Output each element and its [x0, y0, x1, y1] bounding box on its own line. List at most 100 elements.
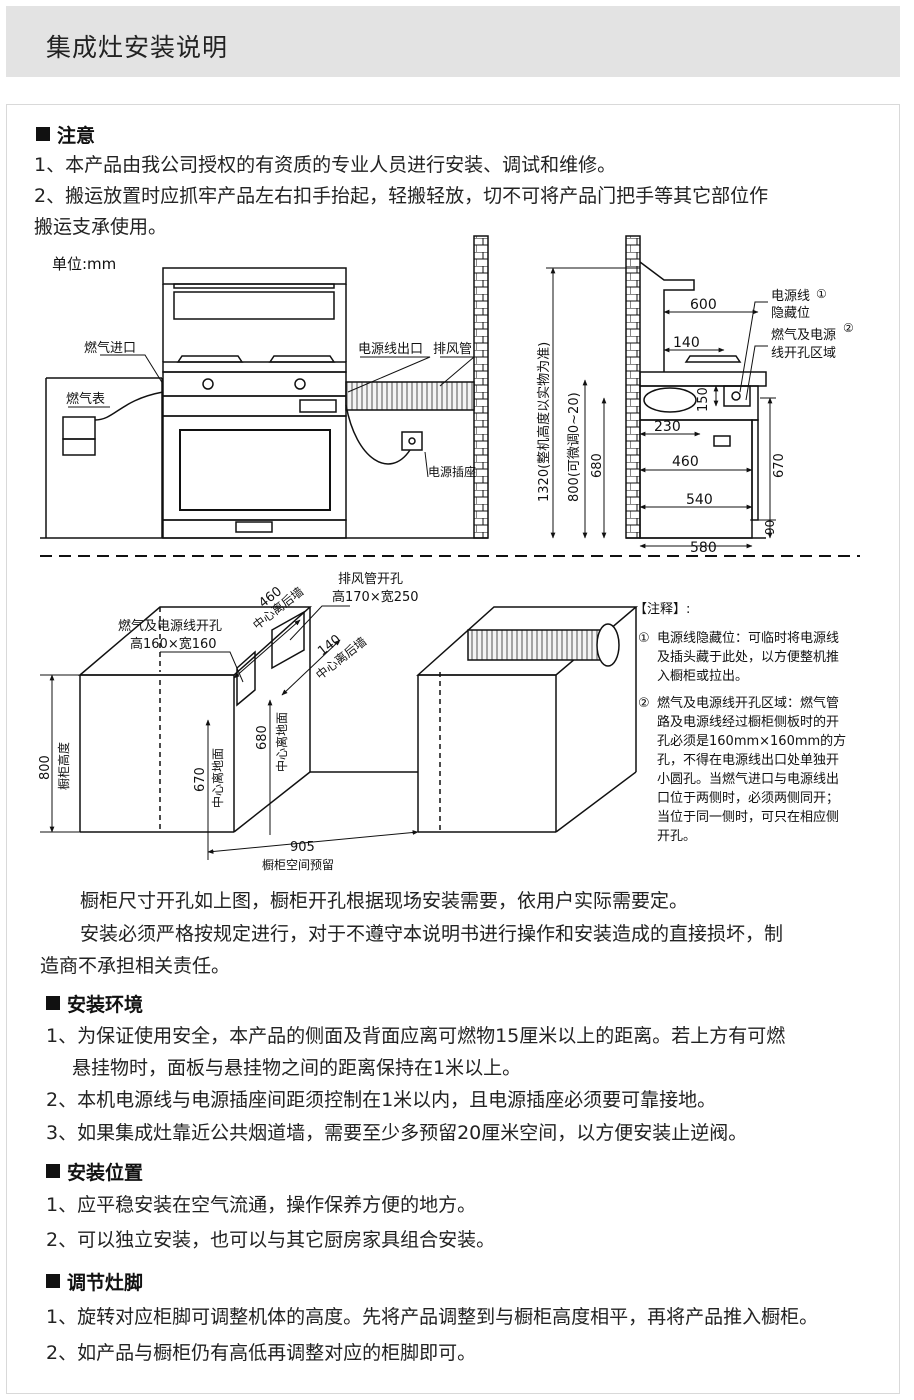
plinth: [162, 519, 347, 539]
section-notice-heading: 注意: [57, 125, 96, 147]
para-2b: 造商不承担相关责任。: [40, 955, 231, 977]
dim-230: 230: [654, 419, 681, 435]
notice-line-1: 1、本产品由我公司授权的有资质的专业人员进行安装、调试和维修。: [34, 154, 617, 176]
section-environment: 安装环境: [46, 990, 143, 1017]
hood-frame: [173, 283, 335, 289]
position-line-2: 2、可以独立安装，也可以与其它厨房家具组合安装。: [46, 1229, 496, 1251]
side-wall: [625, 235, 641, 539]
cabinet-view: [40, 605, 639, 860]
content-frame: [6, 104, 900, 1394]
label-hidden-1b: 隐藏位: [771, 306, 810, 321]
feet-line-1: 1、旋转对应柜脚可调整机体的高度。先将产品调整到与橱柜高度相平，再将产品推入橱柜…: [46, 1306, 819, 1328]
duct-end: [596, 623, 620, 667]
power-cord: [345, 404, 411, 465]
para-1: 橱柜尺寸开孔如上图，橱柜开孔根据现场安装需要，依用户实际需要定。: [80, 890, 689, 912]
dim-cab-670-sub: 中心离地面: [210, 748, 225, 808]
note2-line7: 当位于同一侧时，可只在相应侧: [657, 809, 839, 825]
gas-meter: [62, 416, 96, 440]
title-bar: 集成灶安装说明: [6, 6, 900, 77]
bullet-square: [46, 1164, 60, 1178]
hidden-cord-slot: [723, 385, 751, 407]
dim-670: 670: [772, 453, 787, 478]
label-hole-2b: 线开孔区域: [771, 346, 836, 361]
note2-line2: 路及电源线经过橱柜侧板时的开: [657, 714, 839, 730]
cord-icon: [731, 391, 741, 401]
power-socket: [401, 431, 423, 451]
label-socket: 电源插座: [428, 464, 476, 479]
dim-140: 140: [673, 335, 700, 351]
dim-cab-800-sub: 橱柜高度: [56, 742, 71, 790]
knob-left: [202, 378, 214, 390]
env-line-3: 3、如果集成灶靠近公共烟道墙，需要至少多预留20厘米空间，以方便安装止逆阀。: [46, 1122, 748, 1144]
notes-panel: 【注释】: ① 电源线隐藏位：可临时将电源线 及插头藏于此处，以方便整机推 入橱…: [634, 602, 846, 844]
leader-gas-inlet: [100, 354, 164, 385]
burner-right: [268, 355, 336, 363]
knob-right: [294, 378, 306, 390]
bullet-square: [36, 127, 50, 141]
section-notice: 注意: [36, 121, 95, 148]
label-power-exit: 电源线出口: [358, 342, 423, 357]
env-line-1b: 悬挂物时，面板与悬挂物之间的距离保持在1米以上。: [72, 1057, 522, 1079]
section-position-heading: 安装位置: [67, 1162, 144, 1184]
dim-cab-800: 800: [38, 755, 53, 780]
dim-680: 680: [590, 453, 605, 478]
note1-line2: 及插头藏于此处，以方便整机推: [657, 649, 839, 665]
socket-hole: [408, 437, 416, 445]
notice-line-2a: 2、搬运放置时应抓牢产品左右扣手抬起，轻搬轻放，切不可将产品门把手等其它部位作: [34, 185, 769, 207]
display-window: [299, 399, 337, 413]
front-wall: [473, 235, 489, 539]
burner-left: [176, 355, 244, 363]
label-exhaust: 排风管: [433, 342, 472, 357]
note1-line1: 电源线隐藏位：可临时将电源线: [657, 631, 839, 646]
dim-580: 580: [690, 540, 717, 556]
label-exhaust-hole-a: 排风管开孔: [338, 572, 403, 587]
label-exhaust-hole-b: 高170×宽250: [332, 589, 419, 605]
label-hidden-1a: 电源线: [771, 289, 810, 304]
control-panel: [162, 371, 347, 397]
label-gas-hole-b: 高160×宽160: [130, 636, 217, 652]
gas-pipe: [94, 391, 164, 421]
side-dimensions: [546, 267, 776, 549]
note2-line1: 燃气及电源线开孔区域：燃气管: [657, 695, 839, 711]
note2-line6: 口位于两侧时，必须两侧同开；: [657, 791, 839, 806]
section-position: 安装位置: [46, 1158, 143, 1185]
label-hole-2-num: ②: [843, 321, 854, 335]
note2-line8: 开孔。: [657, 829, 696, 844]
env-line-2: 2、本机电源线与电源插座间距须控制在1米以内，且电源插座必须要可靠接地。: [46, 1089, 717, 1111]
side-body: [639, 419, 753, 539]
leader-exhaust: [439, 356, 476, 387]
dim-cab-670: 670: [193, 767, 208, 792]
oval-cutout: [643, 387, 697, 413]
side-edge: [751, 419, 759, 521]
plinth-handle: [235, 521, 273, 533]
para-2a: 安装必须严格按规定进行，对于不遵守本说明书进行操作和安装造成的直接损坏，制: [80, 923, 784, 945]
leader-power-exit: [347, 356, 431, 393]
position-line-1: 1、应平稳安装在空气流通，操作保养方便的地方。: [46, 1194, 477, 1216]
side-cooktop: [639, 371, 767, 387]
oven-door: [179, 429, 331, 511]
dim-150: 150: [696, 387, 711, 412]
label-hole-2a: 燃气及电源: [771, 327, 836, 343]
note2-line4: 孔，不得在电源线出口处单独开: [657, 752, 839, 768]
label-hidden-1-num: ①: [816, 287, 827, 301]
section-environment-heading: 安装环境: [67, 994, 144, 1016]
cabinet-duct: [467, 629, 609, 661]
note1-line3: 入橱柜或拉出。: [657, 669, 748, 684]
front-view: [40, 235, 489, 539]
label-gas-hole-a: 燃气及电源线开孔: [118, 618, 222, 634]
notes-title: 【注释】:: [634, 602, 690, 617]
note2-line5: 小圆孔。当燃气进口与电源线出: [657, 771, 839, 787]
page-title: 集成灶安装说明: [46, 33, 229, 62]
cooktop: [162, 361, 347, 373]
env-line-1a: 1、为保证使用安全，本产品的侧面及背面应离可燃物15厘米以上的距离。若上方有可燃: [46, 1025, 786, 1047]
dim-1320: 1320(整机高度以实物为准): [536, 342, 552, 502]
exhaust-duct: [345, 381, 475, 411]
bullet-square: [46, 996, 60, 1010]
unit-label: 单位:mm: [52, 255, 116, 273]
dim-600: 600: [690, 297, 717, 313]
leader-socket: [424, 451, 429, 478]
section-feet: 调节灶脚: [46, 1268, 143, 1295]
side-view: [625, 235, 767, 539]
bullet-square: [46, 1274, 60, 1288]
hood-top: [162, 267, 347, 285]
